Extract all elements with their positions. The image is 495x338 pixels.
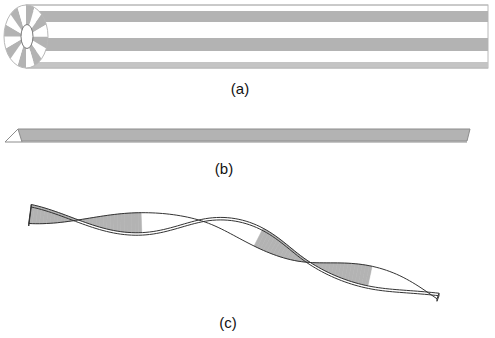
ribbon-edge	[31, 205, 439, 294]
ribbon-segment	[180, 216, 184, 225]
ribbon-segment	[128, 213, 132, 233]
cylinder	[4, 5, 488, 68]
twisted-ribbon	[29, 205, 439, 302]
figure-label: (a)	[231, 80, 249, 97]
ribbon-segment	[131, 213, 135, 233]
cap-outline	[4, 5, 48, 68]
ribbon-edge	[31, 207, 439, 296]
ribbon-edge	[29, 213, 437, 299]
cap-core	[21, 25, 33, 49]
figure-label: (b)	[215, 160, 233, 177]
figure-label: (c)	[219, 314, 237, 331]
ribbon-end	[437, 293, 439, 301]
ribbon-end	[29, 205, 32, 226]
flat-ribbon	[5, 129, 470, 142]
ribbon-segment	[124, 213, 128, 232]
ribbon-segment	[121, 213, 125, 232]
